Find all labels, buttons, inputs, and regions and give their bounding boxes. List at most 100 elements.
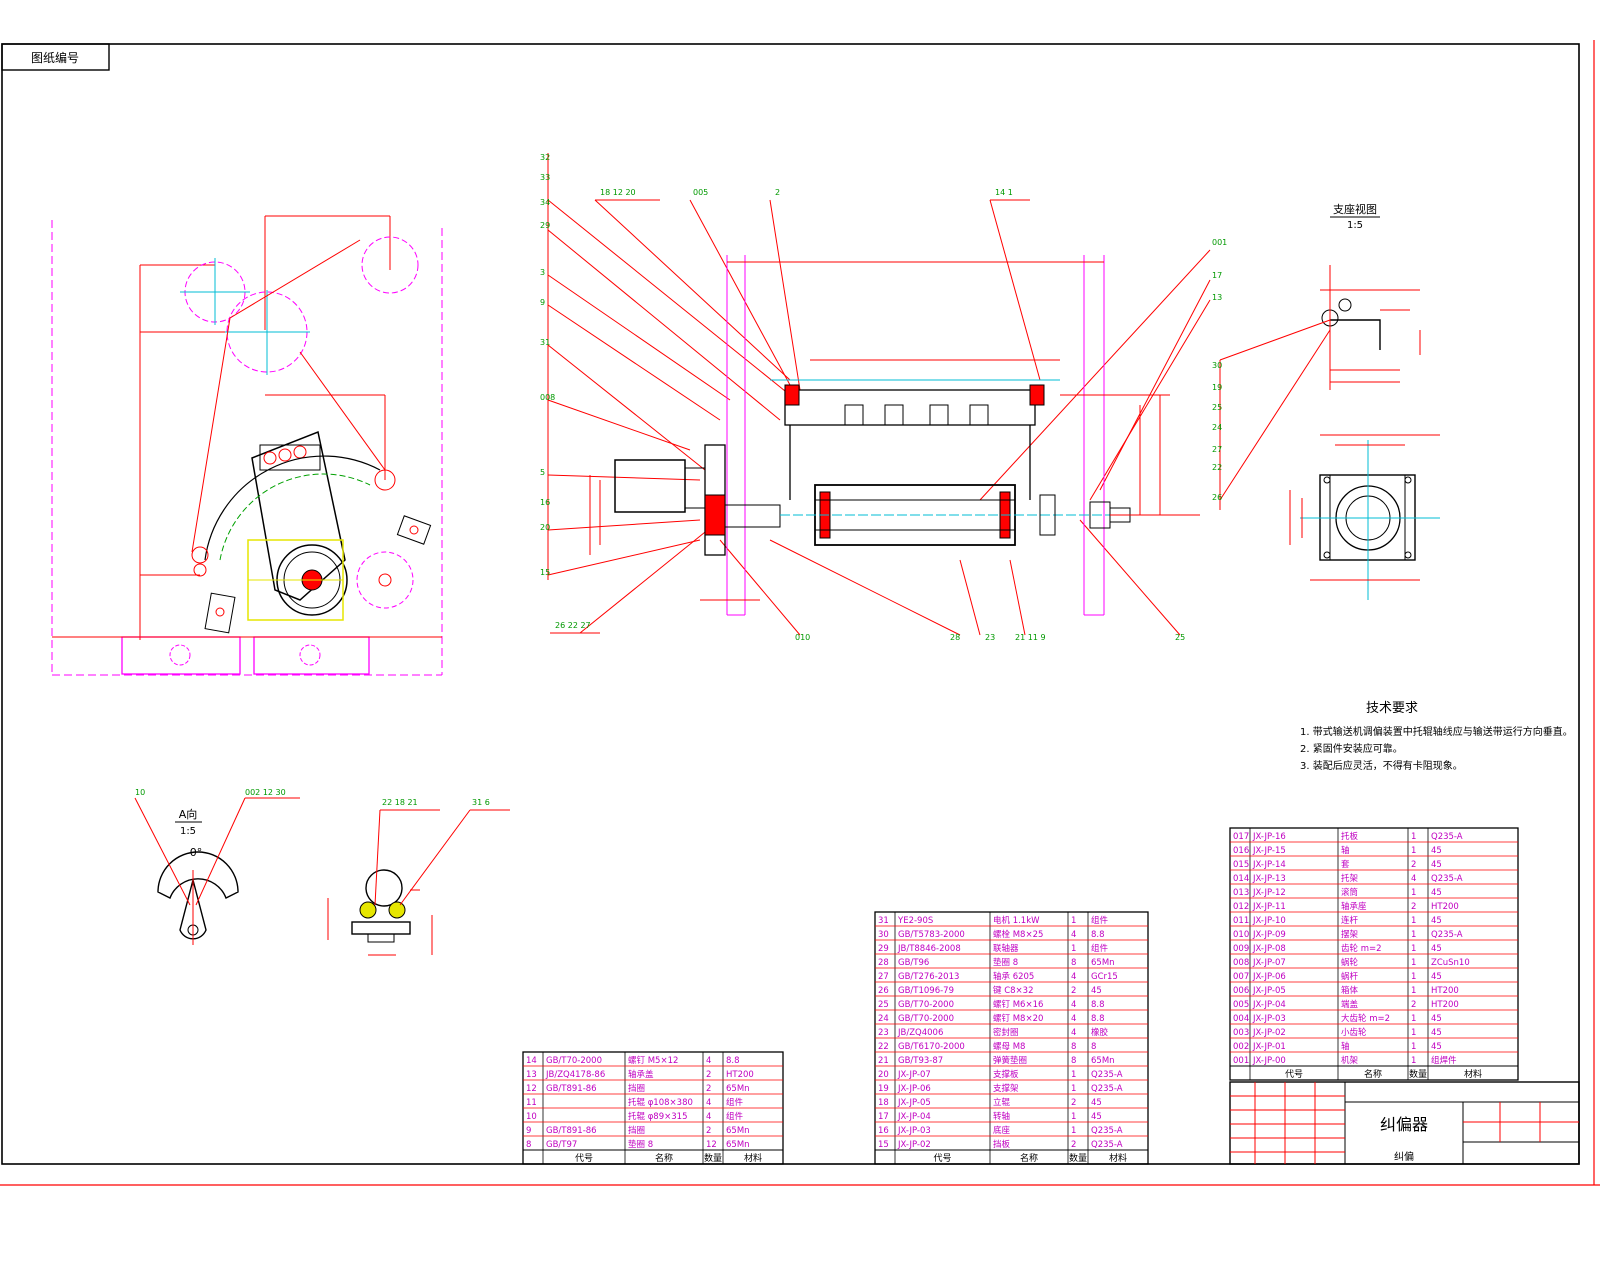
bom-cell-qty: 12 bbox=[706, 1140, 717, 1150]
bom-cell-name: 联轴器 bbox=[993, 943, 1019, 954]
bom-cell-name: 托辊 φ108×380 bbox=[628, 1097, 693, 1108]
bom-cell-name: 垫圈 8 bbox=[628, 1139, 653, 1150]
bom-cell-name: 支撑板 bbox=[993, 1069, 1019, 1080]
tech-item-2: 2. 紧固件安装应可靠。 bbox=[1300, 742, 1403, 755]
detail-view-scale: 1:5 bbox=[1347, 220, 1363, 231]
bom-cell-qty: 1 bbox=[1071, 1126, 1076, 1136]
bom-cell-code: JX-JP-11 bbox=[1252, 902, 1286, 912]
bom-header-cell: 材料 bbox=[1464, 1068, 1482, 1080]
bom-cell-name: 密封圈 bbox=[993, 1027, 1019, 1038]
bom-cell-name: 轴 bbox=[1341, 845, 1350, 856]
bom-header-cell: 代号 bbox=[1285, 1069, 1303, 1080]
bom-cell-no: 31 bbox=[878, 916, 889, 926]
bom-cell-no: 30 bbox=[878, 930, 889, 940]
bom-cell-code: JB/T8846-2008 bbox=[897, 944, 961, 954]
bom-cell-no: 006 bbox=[1233, 986, 1249, 996]
bom-cell-name: 底座 bbox=[993, 1125, 1011, 1136]
svg-text:17: 17 bbox=[1212, 271, 1222, 280]
bom-cell-qty: 1 bbox=[1411, 832, 1416, 842]
bom-cell-code: JX-JP-04 bbox=[897, 1112, 931, 1122]
bom-cell-mat: 45 bbox=[1431, 888, 1442, 898]
bom-cell-no: 22 bbox=[878, 1042, 889, 1052]
view-a-label: A向 bbox=[179, 807, 198, 821]
bom-header-cell: 代号 bbox=[933, 1153, 951, 1164]
svg-text:29: 29 bbox=[540, 221, 550, 230]
bom-cell-code: GB/T70-2000 bbox=[546, 1056, 602, 1066]
bom-cell-no: 005 bbox=[1233, 1000, 1249, 1010]
bom-cell-mat: 8 bbox=[1091, 1042, 1096, 1052]
bom-header-cell: 材料 bbox=[744, 1152, 762, 1164]
bom-cell-name: 小齿轮 bbox=[1341, 1027, 1367, 1038]
svg-text:33: 33 bbox=[540, 173, 550, 182]
bom-cell-mat: Q235-A bbox=[1431, 930, 1463, 940]
bom-cell-code: JX-JP-05 bbox=[1252, 986, 1286, 996]
svg-text:26: 26 bbox=[1212, 493, 1222, 502]
bom-cell-qty: 2 bbox=[1411, 1000, 1416, 1010]
bom-cell-qty: 4 bbox=[706, 1098, 711, 1108]
bom-cell-name: 挡圈 bbox=[628, 1125, 645, 1136]
bom-cell-name: 蜗轮 bbox=[1341, 957, 1359, 968]
bom-cell-code: JX-JP-08 bbox=[1252, 944, 1286, 954]
bom-cell-qty: 4 bbox=[1071, 972, 1076, 982]
svg-text:005: 005 bbox=[693, 188, 708, 197]
bom-cell-name: 轴 bbox=[1341, 1041, 1350, 1052]
bom-cell-qty: 2 bbox=[1071, 986, 1076, 996]
bom-cell-no: 014 bbox=[1233, 874, 1249, 884]
bom-cell-code: GB/T5783-2000 bbox=[898, 930, 965, 940]
bom-cell-code: JX-JP-01 bbox=[1252, 1042, 1286, 1052]
bom-cell-mat: 45 bbox=[1431, 916, 1442, 926]
svg-text:31 6: 31 6 bbox=[472, 798, 490, 807]
bom-cell-mat: 组件 bbox=[1091, 915, 1109, 926]
bom-cell-qty: 2 bbox=[1071, 1098, 1076, 1108]
bom-cell-name: 滚筒 bbox=[1341, 887, 1358, 898]
bom-header-cell: 数量 bbox=[704, 1152, 722, 1164]
bom-cell-name: 轴承 6205 bbox=[993, 971, 1034, 982]
bom-cell-no: 017 bbox=[1233, 832, 1249, 842]
bom-cell-qty: 1 bbox=[1411, 888, 1416, 898]
bom-cell-mat: 45 bbox=[1431, 1014, 1442, 1024]
svg-text:23: 23 bbox=[985, 633, 995, 642]
bom-cell-code: JX-JP-03 bbox=[1252, 1014, 1286, 1024]
bom-cell-no: 14 bbox=[526, 1056, 537, 1066]
bom-cell-mat: GCr15 bbox=[1091, 972, 1118, 982]
bom-cell-code: JX-JP-04 bbox=[1252, 1000, 1286, 1010]
bom-cell-no: 8 bbox=[526, 1140, 531, 1150]
bom-cell-mat: 组件 bbox=[726, 1097, 744, 1108]
bom-cell-no: 26 bbox=[878, 986, 889, 996]
bom-cell-mat: 8.8 bbox=[1091, 930, 1105, 940]
svg-text:26 22 27: 26 22 27 bbox=[555, 621, 591, 630]
bom-cell-no: 012 bbox=[1233, 902, 1249, 912]
bom-cell-mat: 65Mn bbox=[726, 1140, 750, 1150]
bom-cell-name: 轴承座 bbox=[1341, 901, 1367, 912]
bom-cell-qty: 2 bbox=[1411, 860, 1416, 870]
bom-cell-code: JX-JP-16 bbox=[1252, 832, 1286, 842]
bom-cell-name: 转轴 bbox=[993, 1111, 1010, 1122]
svg-text:001: 001 bbox=[1212, 238, 1227, 247]
bom-cell-mat: 65Mn bbox=[726, 1084, 750, 1094]
bom-cell-mat: HT200 bbox=[1431, 902, 1459, 912]
bom-cell-mat: 45 bbox=[1431, 846, 1442, 856]
svg-text:22: 22 bbox=[1212, 463, 1222, 472]
bom-cell-no: 009 bbox=[1233, 944, 1249, 954]
bom-cell-mat: 组件 bbox=[726, 1111, 744, 1122]
drawing-frame bbox=[1, 43, 1580, 1165]
bom-cell-no: 9 bbox=[526, 1126, 531, 1136]
bom-cell-code: JX-JP-07 bbox=[897, 1070, 931, 1080]
svg-text:24: 24 bbox=[1212, 423, 1222, 432]
bom-cell-qty: 1 bbox=[1071, 1084, 1076, 1094]
bom-cell-no: 007 bbox=[1233, 972, 1249, 982]
bom-cell-mat: HT200 bbox=[726, 1070, 754, 1080]
bom-cell-name: 螺母 M8 bbox=[993, 1041, 1025, 1052]
bom-cell-no: 001 bbox=[1233, 1056, 1249, 1066]
bom-cell-qty: 1 bbox=[1411, 986, 1416, 996]
bom-cell-qty: 1 bbox=[1411, 972, 1416, 982]
bom-cell-code: JX-JP-02 bbox=[897, 1140, 931, 1150]
svg-text:31: 31 bbox=[540, 338, 550, 347]
bom-cell-qty: 1 bbox=[1071, 916, 1076, 926]
bom-cell-name: 螺栓 M8×25 bbox=[993, 929, 1043, 940]
bom-cell-no: 004 bbox=[1233, 1014, 1249, 1024]
bom-cell-qty: 1 bbox=[1411, 916, 1416, 926]
